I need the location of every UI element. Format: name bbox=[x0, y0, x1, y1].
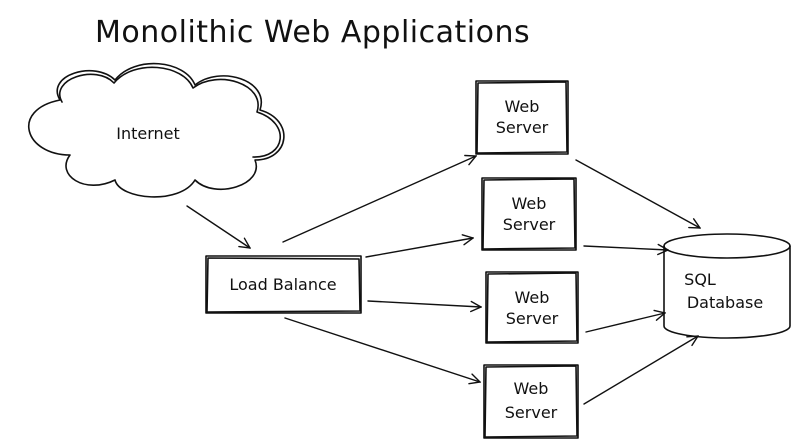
internet-label: Internet bbox=[116, 124, 180, 143]
edge-load-balancer-to-web-server-3 bbox=[367, 300, 481, 307]
edge-web-server-3-to-database bbox=[585, 313, 665, 333]
edge-web-server-1-to-database bbox=[575, 159, 700, 228]
load-balancer-node: Load Balance bbox=[205, 255, 362, 314]
edge-web-server-4-to-database bbox=[583, 336, 698, 405]
database-icon bbox=[663, 245, 791, 339]
database-node: SQL Database bbox=[663, 233, 791, 339]
internet-node: Internet bbox=[28, 62, 285, 198]
web-server-1-label-line1: Web bbox=[505, 97, 540, 116]
web-server-4-label-line2: Server bbox=[505, 403, 558, 422]
load-balancer-label: Load Balance bbox=[229, 275, 336, 294]
web-server-1-node: Web Server bbox=[475, 80, 569, 155]
edge-internet-to-load-balancer bbox=[186, 205, 250, 248]
web-server-4-label-line1: Web bbox=[514, 379, 549, 398]
web-server-4-node: Web Server bbox=[483, 364, 579, 439]
edge-load-balancer-to-web-server-1 bbox=[282, 156, 476, 243]
web-server-1-label-line2: Server bbox=[496, 118, 549, 137]
edge-load-balancer-to-web-server-2 bbox=[365, 238, 473, 258]
web-server-2-node: Web Server bbox=[481, 177, 577, 251]
web-server-2-label-line2: Server bbox=[503, 215, 556, 234]
edge-load-balancer-to-web-server-4 bbox=[284, 317, 480, 382]
web-server-3-label-line2: Server bbox=[506, 309, 559, 328]
web-server-3-label-line1: Web bbox=[515, 288, 550, 307]
edge-web-server-2-to-database bbox=[583, 246, 668, 250]
database-label-line2: Database bbox=[687, 293, 763, 312]
diagram-title: Monolithic Web Applications bbox=[95, 15, 530, 50]
cloud-icon bbox=[28, 62, 285, 198]
web-server-3-node: Web Server bbox=[485, 271, 579, 344]
web-server-2-label-line1: Web bbox=[512, 194, 547, 213]
database-label-line1: SQL bbox=[684, 270, 716, 289]
